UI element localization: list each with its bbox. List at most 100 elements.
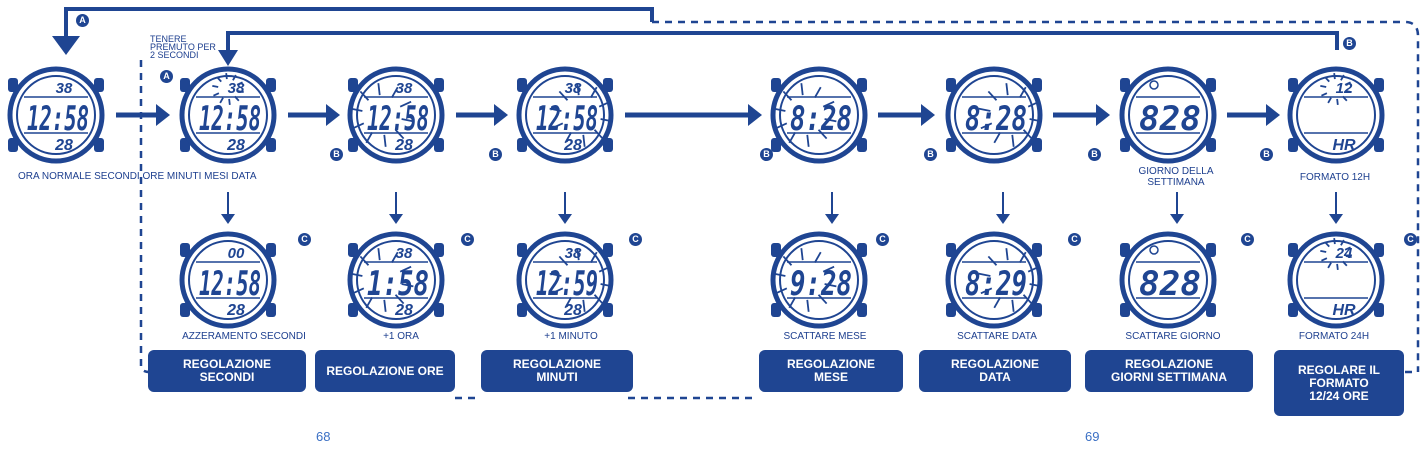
- blink-ray: [980, 122, 993, 130]
- blink-ray: [219, 97, 224, 104]
- box-month-line-2: MESE: [813, 370, 848, 384]
- arrow-hours-to-minutes-head: [494, 104, 508, 126]
- watch-inner-ring: [779, 240, 859, 320]
- watch-inner-ring: [1128, 75, 1208, 155]
- blink-ray: [394, 294, 405, 305]
- lcd-main-value: 8:29: [965, 264, 1027, 304]
- blink-ray: [582, 134, 586, 147]
- lcd-bottom-value: 28: [563, 137, 582, 154]
- blink-ray: [558, 90, 569, 101]
- blink-ray: [993, 131, 1001, 144]
- blink-ray: [817, 294, 828, 305]
- blink-ray: [216, 76, 222, 83]
- blink-ray: [800, 83, 804, 96]
- box-date-line-2: DATA: [979, 370, 1011, 384]
- button-a-badge-left: A: [160, 70, 173, 83]
- blink-ray: [817, 129, 828, 140]
- button-c-badge-2: C: [461, 233, 474, 246]
- blink-ray: [237, 90, 244, 94]
- button-c-badge-1: C: [298, 233, 311, 246]
- blink-ray: [352, 287, 365, 295]
- watch-inner-ring: [779, 75, 859, 155]
- blink-ray: [600, 283, 613, 288]
- day-indicator-icon: [1149, 80, 1159, 90]
- top-row-mode-label: ORA NORMALE SECONDI ORE MINUTI MESI DATA: [18, 171, 257, 182]
- blink-ray: [228, 98, 231, 105]
- blink-ray: [350, 272, 363, 277]
- blink-ray: [1022, 129, 1033, 140]
- return-loop-arrowhead: [218, 50, 238, 66]
- button-b-badge-1: B: [330, 148, 343, 161]
- box-format-line-3: 12/24 ORE: [1309, 388, 1369, 403]
- blink-ray: [383, 299, 387, 312]
- arrow-down-format-head: [1329, 214, 1343, 224]
- blink-ray: [822, 265, 835, 273]
- blink-ray: [213, 92, 220, 97]
- exit-loop-arrowhead: [52, 36, 80, 55]
- watch-inner-ring: [525, 75, 605, 155]
- blink-ray: [987, 90, 998, 101]
- blink-ray: [782, 255, 793, 266]
- watch-inner-ring: [954, 75, 1034, 155]
- box-minutes-line-2: MINUTI: [536, 370, 578, 384]
- blink-ray: [365, 296, 373, 309]
- lcd-top-value: 38: [56, 80, 73, 97]
- blink-rays: [549, 83, 613, 147]
- blink-ray: [1327, 97, 1332, 104]
- button-c-badge-4: C: [876, 233, 889, 246]
- button-c-badge-6: C: [1241, 233, 1254, 246]
- lcd-top-value: 38: [396, 245, 413, 262]
- blink-ray: [352, 122, 365, 130]
- button-b-badge-6: B: [1260, 148, 1273, 161]
- blink-ray: [1342, 95, 1348, 102]
- blink-rays: [773, 248, 837, 312]
- blink-ray: [814, 251, 822, 264]
- exit-loop-arrow-a: [64, 7, 654, 38]
- blink-ray: [598, 100, 611, 108]
- blink-ray: [365, 131, 373, 144]
- box-hours-line-1: REGOLAZIONE ORE: [326, 363, 444, 378]
- blink-ray: [1336, 98, 1339, 105]
- watch-inner-ring: [1128, 240, 1208, 320]
- hold-two-seconds-note: TENERE PREMUTO PER 2 SECONDI: [150, 35, 216, 60]
- setting-mode-boundary: [139, 20, 1420, 374]
- lcd-bottom-value: HR: [1332, 137, 1356, 154]
- arrow-down-month-head: [825, 214, 839, 224]
- blink-ray: [549, 272, 562, 277]
- blink-rays: [1320, 238, 1352, 270]
- blink-ray: [232, 74, 237, 81]
- watch-inner-ring: [356, 75, 436, 155]
- blink-ray: [1011, 134, 1015, 147]
- blink-ray: [564, 131, 572, 144]
- blink-ray: [593, 129, 604, 140]
- arrow-down-weekday-head: [1170, 214, 1184, 224]
- reset-seconds-label: AZZERAMENTO SECONDI: [182, 331, 306, 342]
- blink-ray: [225, 73, 228, 80]
- lcd-main-value: 12:58: [536, 99, 598, 139]
- blink-ray: [1342, 260, 1348, 267]
- button-c-badge-7: C: [1404, 233, 1417, 246]
- page-number-left: 68: [316, 429, 331, 444]
- plus-minute-label: +1 MINUTO: [544, 331, 598, 342]
- blink-ray: [800, 248, 804, 261]
- lcd-top-value: 00: [228, 245, 245, 262]
- blink-ray: [1022, 294, 1033, 305]
- blink-ray: [1320, 84, 1327, 88]
- blink-rays: [773, 83, 837, 147]
- box-minutes-line-1: REGOLAZIONE: [512, 357, 601, 371]
- blink-ray: [383, 134, 387, 147]
- blink-ray: [822, 100, 835, 108]
- step-month-label: SCATTARE MESE: [783, 331, 867, 342]
- blink-ray: [377, 83, 381, 96]
- blink-ray: [212, 84, 219, 88]
- blink-ray: [350, 107, 363, 112]
- box-format-line-1: REGOLARE IL: [1297, 362, 1380, 377]
- button-b-badge-loop: B: [1343, 37, 1356, 50]
- lcd-bottom-value: 28: [226, 137, 245, 154]
- lcd-main-value: 12:59: [536, 264, 598, 304]
